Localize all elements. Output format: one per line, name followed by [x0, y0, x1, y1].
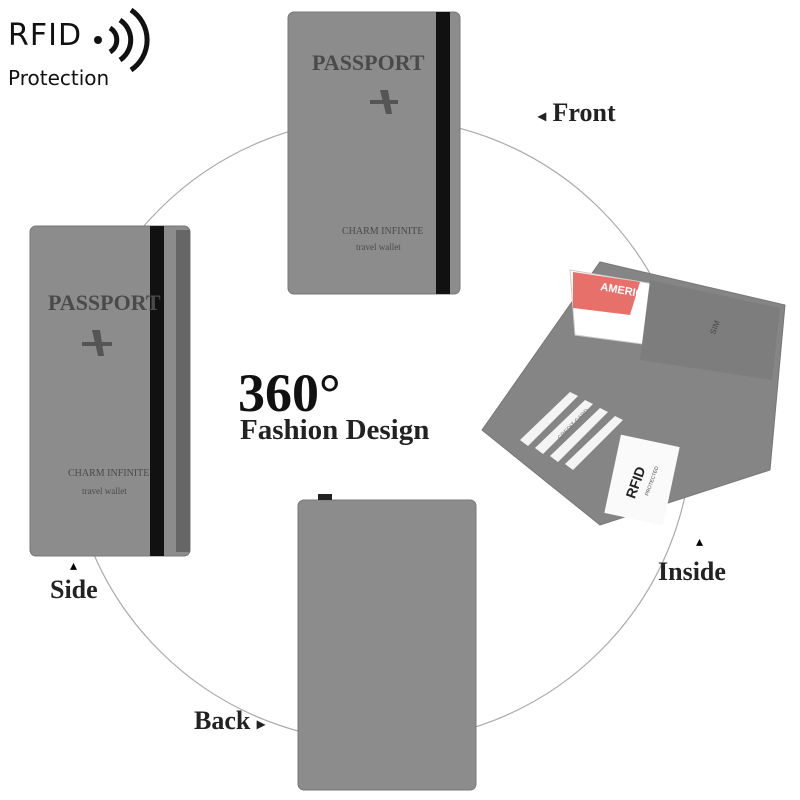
front-brand: CHARM INFINITE — [342, 226, 423, 237]
airplane-icon — [82, 330, 112, 356]
side-wallet: PASSPORT CHARM INFINITE travel wallet — [29, 225, 191, 557]
label-inside: Inside — [658, 557, 726, 586]
arrow-up-icon: ▴ — [696, 535, 704, 550]
label-front-text: Front — [552, 98, 616, 127]
headline-subtitle: Fashion Design — [240, 414, 430, 446]
rfid-subtitle: Protection — [8, 66, 110, 90]
back-wallet — [297, 494, 477, 791]
rfid-title: RFID — [8, 18, 83, 53]
elastic-strap — [436, 12, 450, 294]
card-slots — [520, 392, 623, 470]
front-wallet: PASSPORT CHARM INFINITE travel wallet — [287, 11, 461, 295]
airplane-icon — [370, 90, 398, 114]
arrow-up-icon: ▴ — [70, 559, 78, 574]
rfid-signal-icon — [94, 7, 150, 73]
side-brand: CHARM INFINITE — [68, 468, 149, 479]
inside-wallet: AMERIC AIRLIN SIM CREDIT CARD RFID PROTE… — [481, 261, 786, 526]
label-back: Back ▸ — [194, 706, 265, 736]
side-tagline: travel wallet — [82, 486, 127, 496]
elastic-strap — [150, 226, 164, 556]
label-back-text: Back — [194, 706, 251, 735]
headline-angle: 360° — [238, 363, 341, 423]
front-tagline: travel wallet — [356, 242, 401, 252]
label-front: ◂ Front — [538, 98, 616, 128]
label-side: Side — [50, 575, 98, 604]
arrow-right-icon: ▸ — [256, 716, 265, 733]
side-cover-title: PASSPORT — [48, 290, 161, 315]
front-cover-title: PASSPORT — [312, 50, 425, 75]
arrow-left-icon: ◂ — [538, 108, 547, 125]
